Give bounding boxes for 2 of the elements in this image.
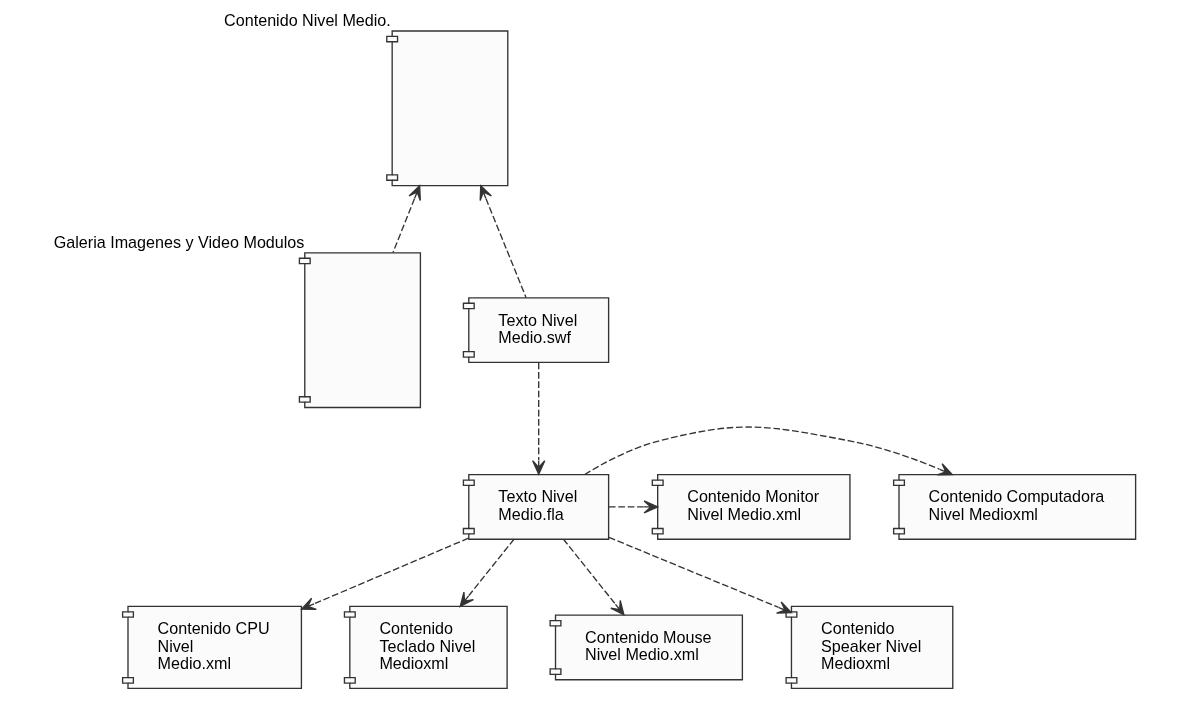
node-label: Galeria Imagenes y Video Modulos (53, 233, 304, 252)
node-label: Contenido Nivel Medio. (223, 11, 391, 30)
